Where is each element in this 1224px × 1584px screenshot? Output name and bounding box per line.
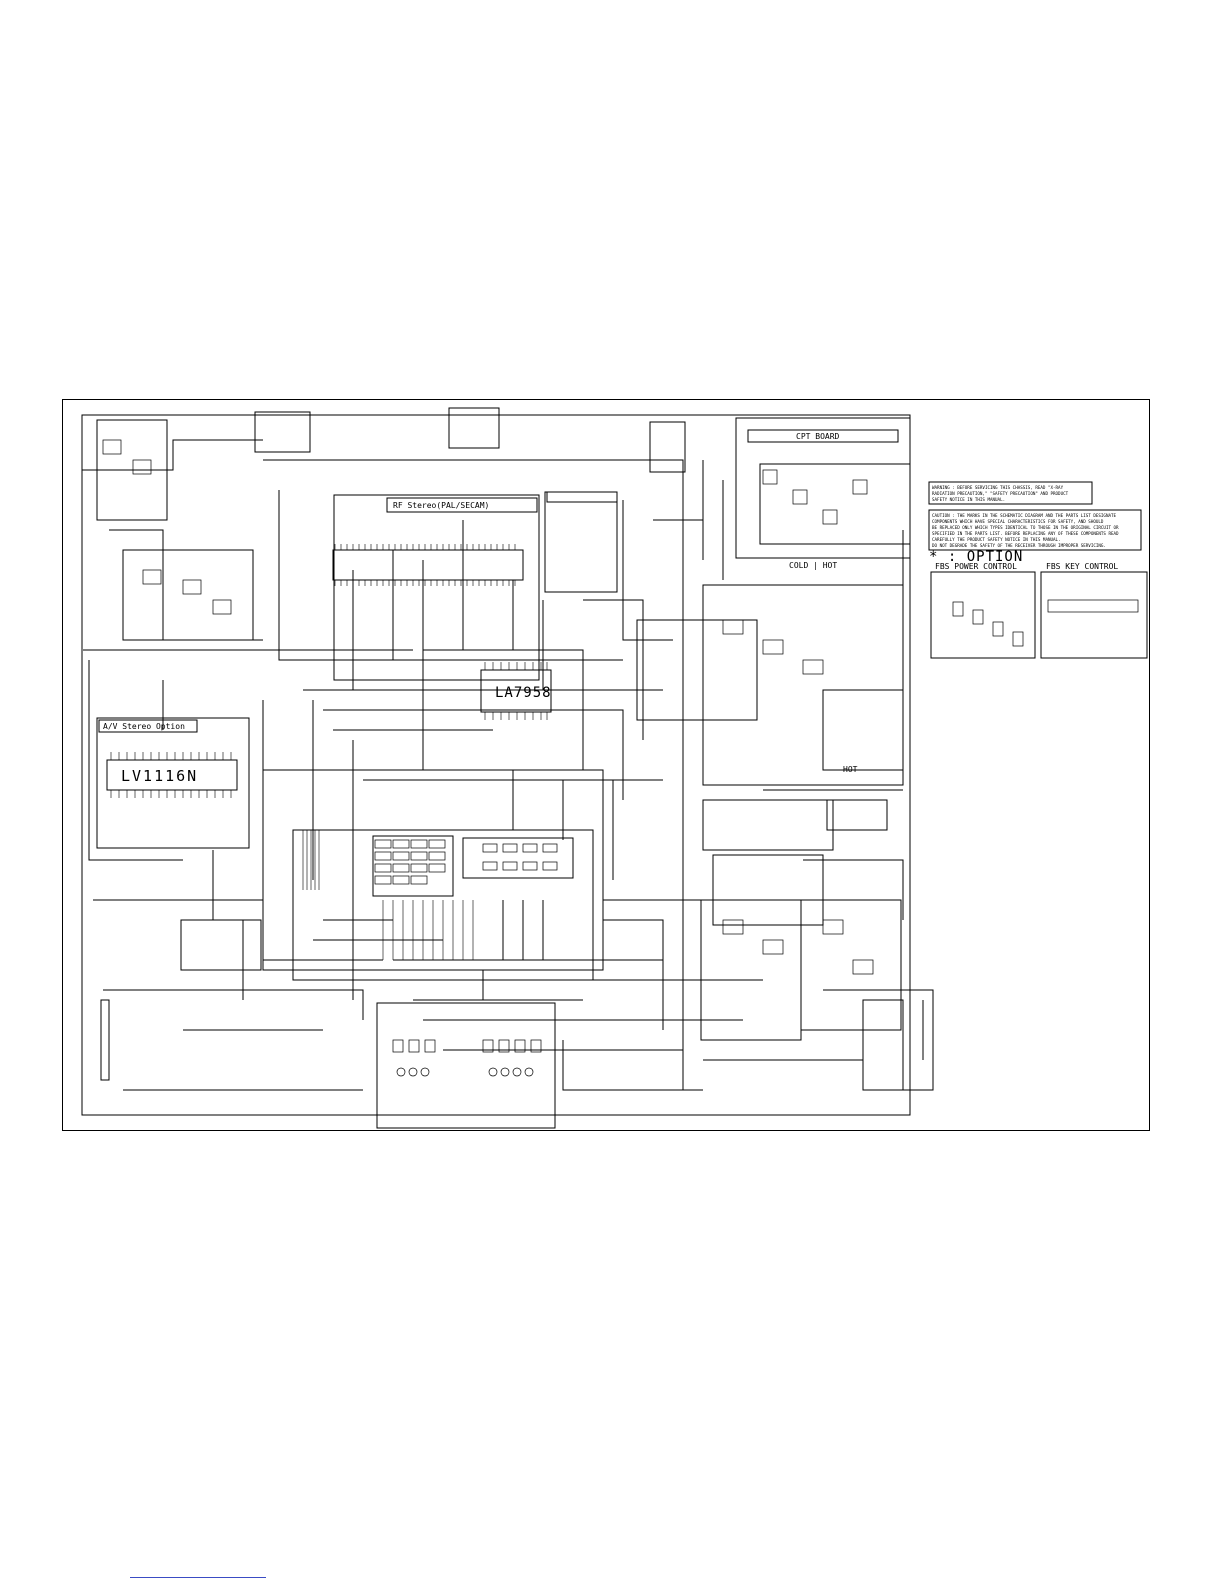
fbs-key-control-title: FBS KEY CONTROL [1046, 562, 1118, 571]
svg-text:CAREFULLY THE PRODUCT SAFETY N: CAREFULLY THE PRODUCT SAFETY NOTICE IN T… [932, 537, 1061, 542]
schematic-sheet: LV1116N LA7958 A/V Stereo Option RF Ster… [62, 399, 1150, 1131]
svg-text:DO NOT DEGRADE THE SAFETY OF T: DO NOT DEGRADE THE SAFETY OF THE RECEIVE… [932, 543, 1106, 548]
rf-stereo-block [333, 494, 540, 681]
fbs-power-control-title: FBS POWER CONTROL [935, 562, 1017, 571]
fbs-key-control-box [1040, 571, 1148, 659]
caution-box [928, 509, 1142, 551]
cold-hot-label: COLD | HOT [789, 561, 837, 570]
fbs-power-control-box [930, 571, 1036, 659]
svg-text:BE REPLACED ONLY WHICH TYPES I: BE REPLACED ONLY WHICH TYPES IDENTICAL T… [932, 525, 1119, 530]
schematic-diagram: LV1116N LA7958 A/V Stereo Option RF Ster… [81, 407, 1148, 1129]
svg-text:WARNING : BEFORE SERVICING THI: WARNING : BEFORE SERVICING THIS CHASSIS,… [932, 485, 1064, 490]
la7958-label: LA7958 [495, 685, 552, 701]
svg-text:SPECIFIED IN THE PARTS LIST. B: SPECIFIED IN THE PARTS LIST. BEFORE REPL… [932, 531, 1119, 536]
svg-text:SAFETY NOTICE IN THIS MANUAL.: SAFETY NOTICE IN THIS MANUAL. [932, 497, 1005, 502]
warning-notice: WARNING : BEFORE SERVICING THIS CHASSIS,… [932, 485, 1069, 502]
av-stereo-option-block [96, 717, 250, 849]
av-stereo-option-title: A/V Stereo Option [103, 722, 185, 731]
svg-text:CAUTION : THE MARKS IN THE SC: CAUTION : THE MARKS IN THE SCHEMATIC DIA… [932, 513, 1117, 518]
svg-text:RADIATION PRECAUTION," "SAFETY: RADIATION PRECAUTION," "SAFETY PRECAUTIO… [932, 491, 1069, 496]
caution-notice: CAUTION : THE MARKS IN THE SCHEMATIC DIA… [932, 513, 1119, 548]
footer-link-underline[interactable] [130, 1577, 266, 1578]
bottom-option-block [376, 1002, 556, 1129]
rf-stereo-title: RF Stereo(PAL/SECAM) [393, 501, 489, 510]
lv1116n-label: LV1116N [121, 767, 198, 785]
cpt-board-title: CPT BOARD [796, 432, 840, 441]
hot-label: HOT [843, 765, 858, 774]
option-label: * : OPTION [929, 549, 1023, 565]
la7958-chip [480, 669, 552, 713]
main-board-frame [81, 414, 911, 1116]
lv1116n-chip [106, 759, 238, 791]
svg-text:COMPONENTS WHICH HAVE SPECIAL: COMPONENTS WHICH HAVE SPECIAL CHARACTERI… [932, 519, 1104, 524]
warning-box [928, 481, 1093, 505]
